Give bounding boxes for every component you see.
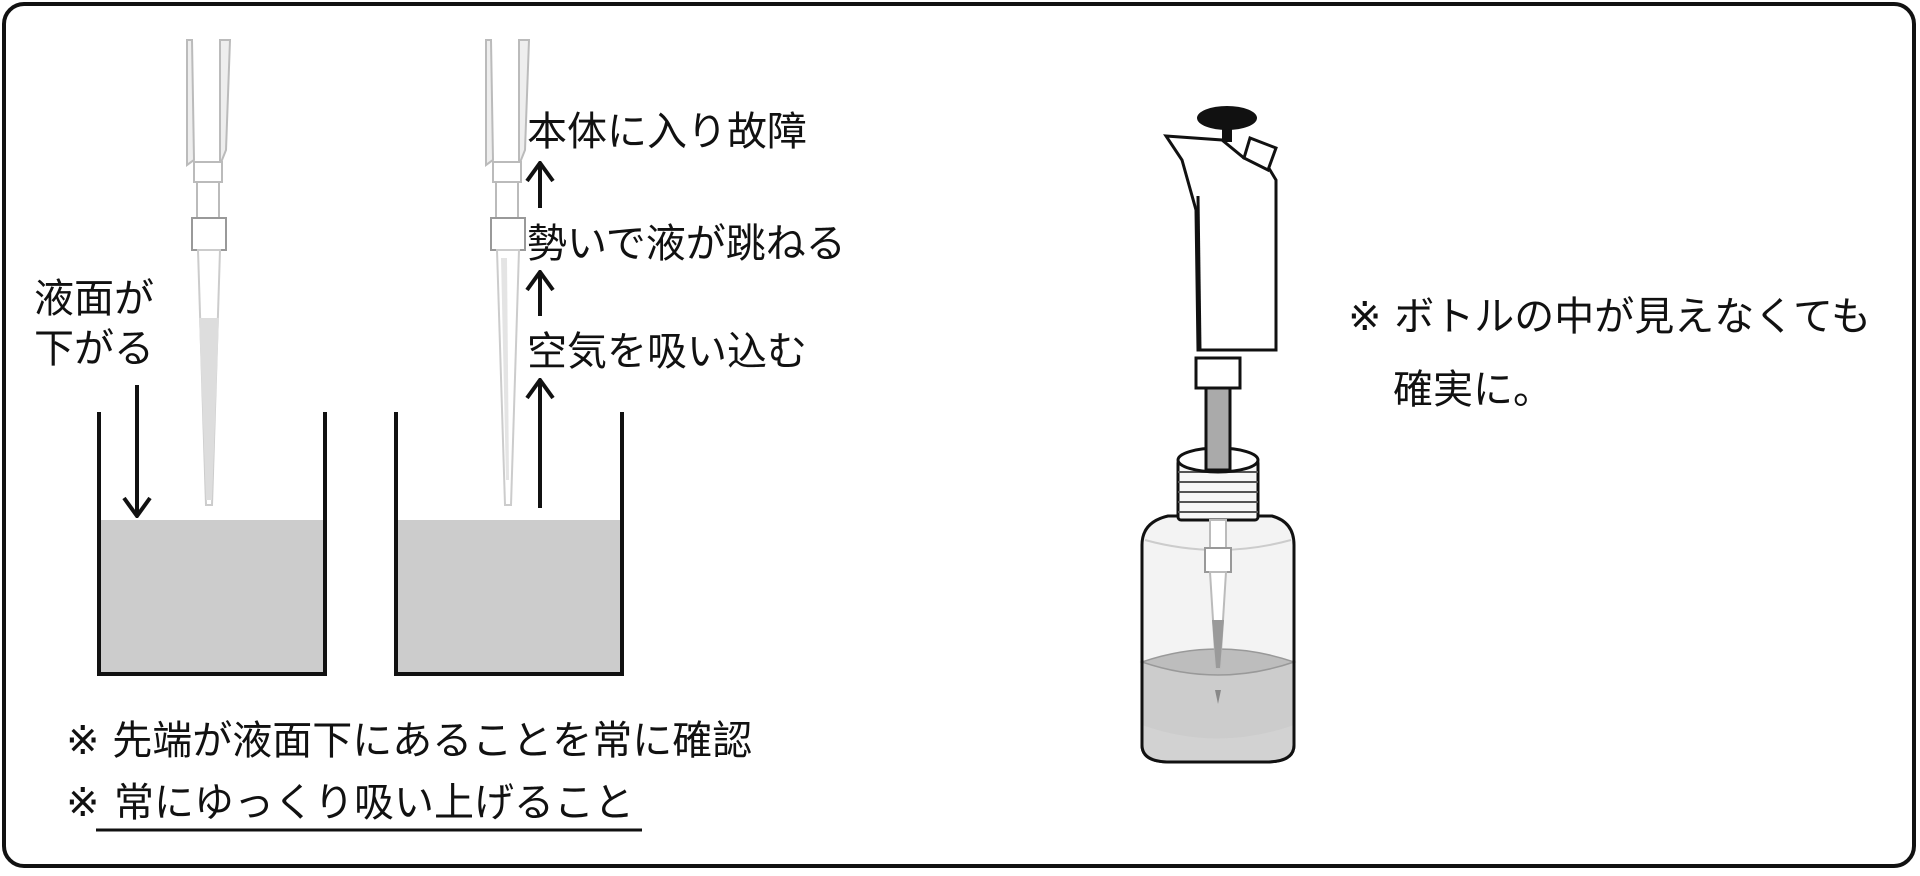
pipette-body [1163,134,1278,352]
beaker-right [394,412,624,676]
pipette-ejector [1242,136,1278,173]
chain-label-top: 本体に入り故障 [527,109,807,155]
beaker-left-liquid [99,520,325,674]
beaker-right-walls [394,412,624,676]
pipette-plunger-stem [1222,120,1232,142]
chain-label-middle: 勢いで液が跳ねる [527,221,846,267]
pipette-plunger-button [1197,106,1257,130]
note-check-tip: ※ 先端が液面下にあることを常に確認 [66,718,752,764]
pipette-collar [1194,356,1242,390]
beaker-left [97,412,327,676]
bottle [1139,446,1297,764]
pipette-left-liquid [199,318,219,500]
note-slow-text: 常にゆっくり吸い上げること [114,780,634,826]
note-bottle-line2: 確実に。 [1393,367,1553,413]
pipette-in-bottle [1163,106,1278,704]
drop-label-line2: 下がる [34,326,154,372]
pipette-shaft [1204,384,1232,472]
note-slow-mark: ※ [66,780,100,826]
pipette-right-streak [501,258,509,480]
chain-label-bottom: 空気を吸い込む [527,329,807,375]
pipette-right [485,39,531,506]
beaker-right-liquid [396,520,622,674]
note-bottle-line1: ※ ボトルの中が見えなくても [1348,294,1871,340]
bottle-liquid [1142,649,1294,762]
pipette-tip-liquid [1212,620,1224,668]
beaker-left-walls [97,412,327,676]
drop-label-line1: 液面が [34,276,154,322]
pipette-left [186,39,232,506]
